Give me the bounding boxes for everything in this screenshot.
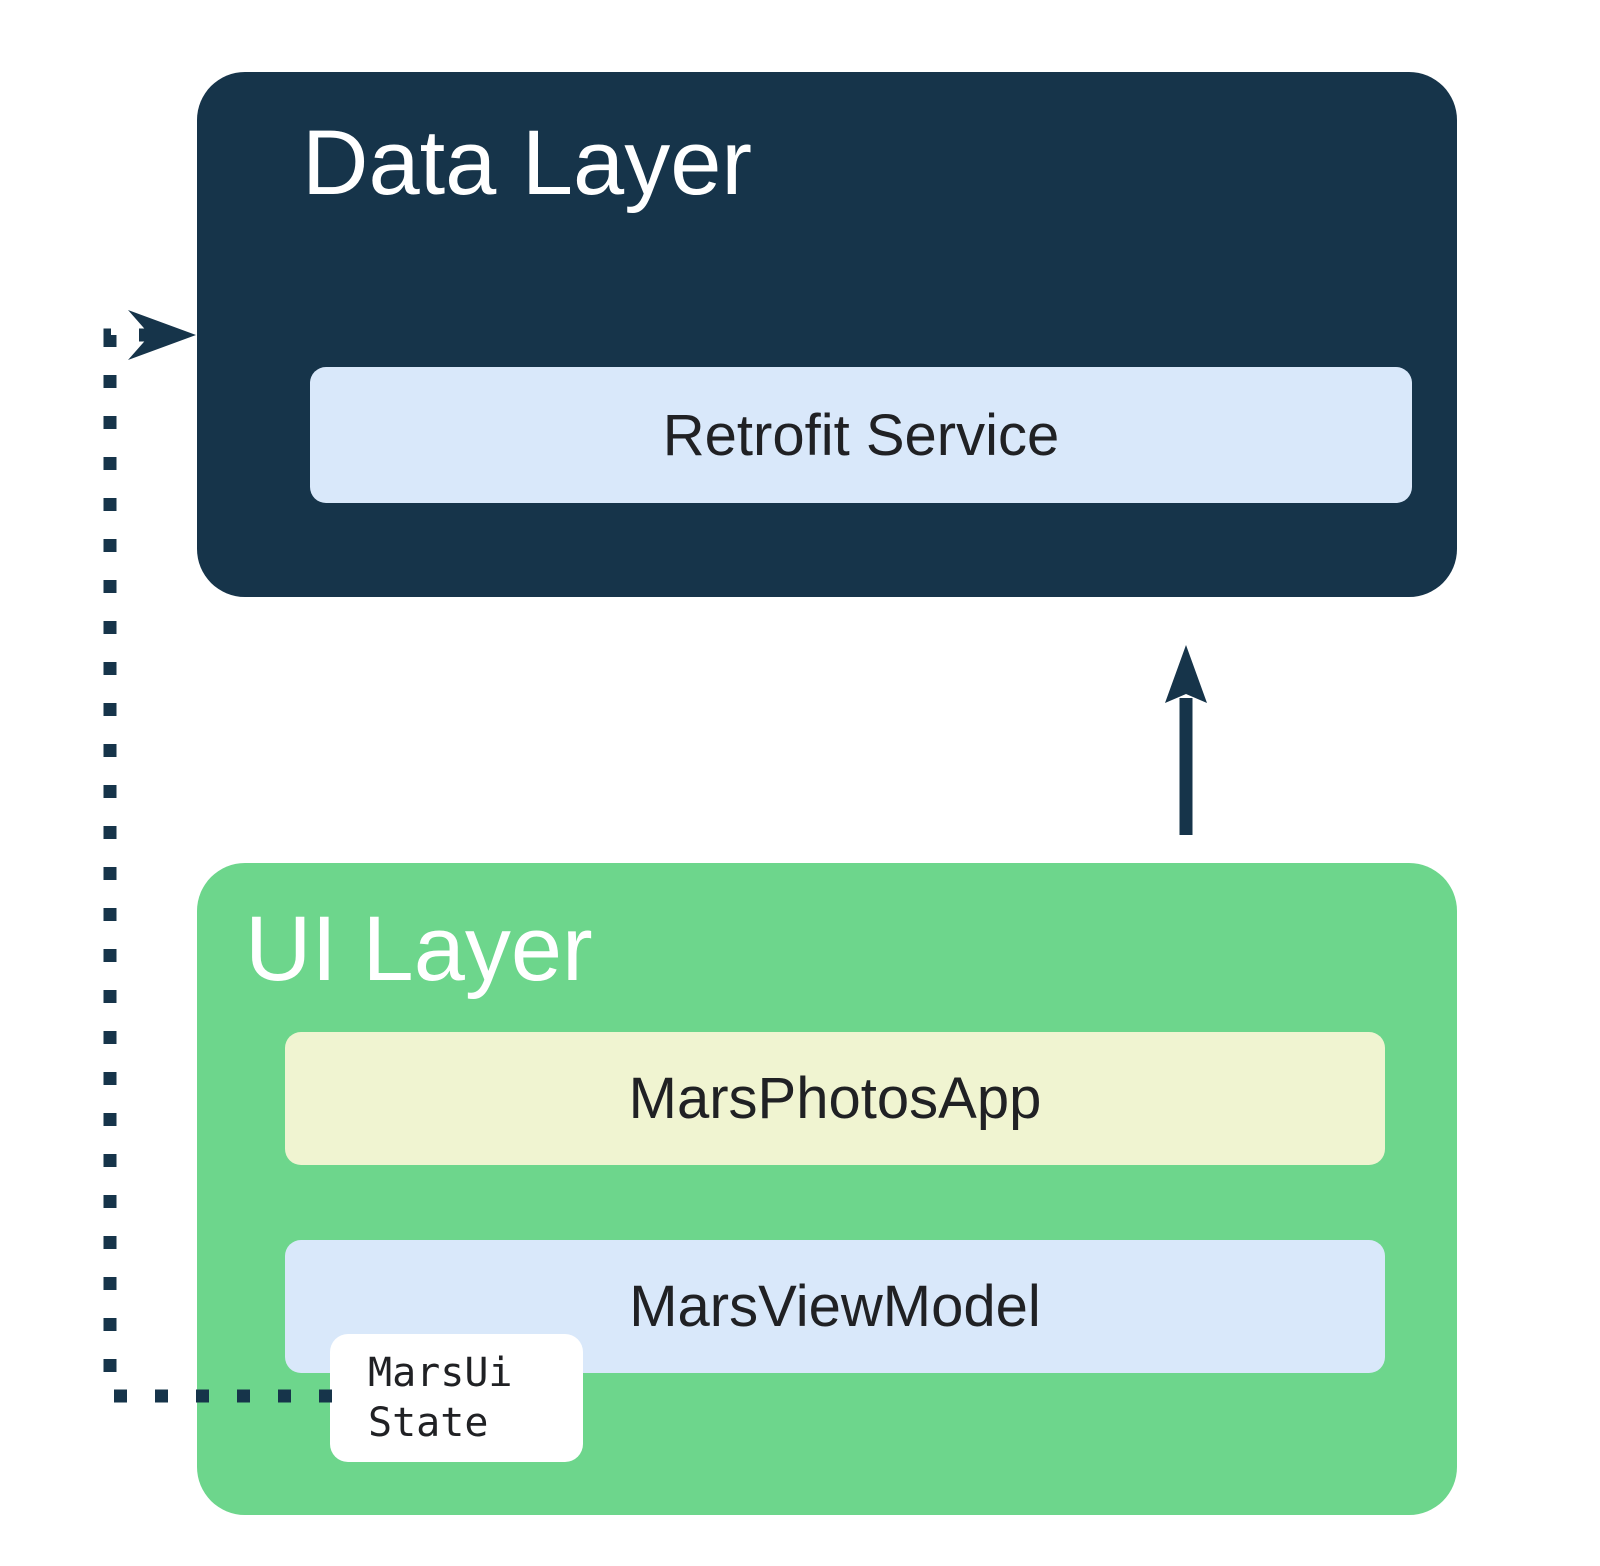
ui-layer-title: UI Layer — [245, 898, 593, 1000]
up-arrowhead-icon — [1165, 645, 1207, 703]
marsui-state-label-line1: MarsUi — [368, 1350, 513, 1396]
marsui-state-label-line2: State — [368, 1400, 489, 1446]
dotted-arrowhead-icon — [128, 310, 196, 360]
marsui-state-box: MarsUi State — [330, 1334, 583, 1462]
marsphotosapp-box: MarsPhotosApp — [285, 1032, 1385, 1165]
ui-layer-box: UI Layer MarsPhotosApp MarsViewModel Mar… — [197, 863, 1457, 1515]
marsviewmodel-label: MarsViewModel — [629, 1274, 1041, 1339]
retrofit-service-label: Retrofit Service — [662, 402, 1060, 468]
data-layer-box: Data Layer Retrofit Service — [197, 72, 1457, 597]
marsphotosapp-label: MarsPhotosApp — [628, 1066, 1042, 1131]
data-layer-title: Data Layer — [302, 112, 753, 214]
retrofit-service-box: Retrofit Service — [310, 367, 1412, 503]
